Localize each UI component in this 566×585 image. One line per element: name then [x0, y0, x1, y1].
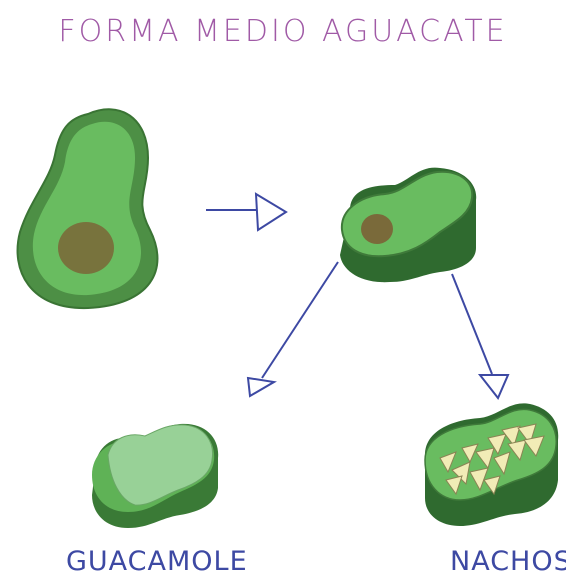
arrow-right [206, 194, 286, 230]
arrow-to-nachos [452, 274, 508, 398]
nachos-label: NACHOS [450, 546, 566, 577]
arrow-to-guacamole [248, 262, 338, 396]
seed-shape [58, 222, 114, 274]
nachos-illustration [425, 403, 558, 526]
seed-shape [361, 214, 393, 244]
guacamole-label: GUACAMOLE [66, 546, 248, 577]
guacamole-illustration [92, 424, 218, 528]
half-avocado [340, 168, 476, 283]
whole-avocado [18, 109, 158, 308]
